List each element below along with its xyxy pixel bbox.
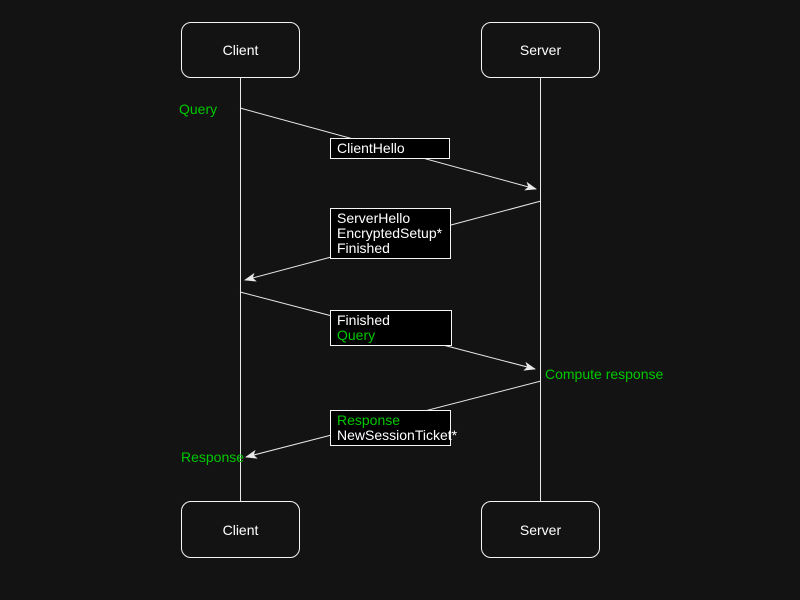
actor-server-bottom: Server <box>481 501 600 558</box>
message-text: ServerHello <box>337 210 411 226</box>
actor-server-top-label: Server <box>519 42 562 58</box>
message-box-clienthello: ClientHello <box>330 138 450 159</box>
actor-client-bottom-label: Client <box>222 521 259 538</box>
message-text: NewSessionTicket* <box>337 427 458 443</box>
message-text-response: Response <box>337 412 401 428</box>
message-text: EncryptedSetup* <box>337 225 443 241</box>
annotation-response: Response <box>181 449 245 465</box>
message-box-serverhello: ServerHello EncryptedSetup* Finished <box>330 208 451 259</box>
actor-server-bottom-label: Server <box>519 521 562 538</box>
actor-server-top: Server <box>481 22 600 78</box>
actor-client-top: Client <box>181 22 300 78</box>
message-box-response-ticket: Response NewSessionTicket* <box>330 410 458 446</box>
annotation-compute-response: Compute response <box>545 366 664 382</box>
annotation-query: Query <box>179 101 218 117</box>
actor-client-top-label: Client <box>222 42 259 58</box>
actor-client-bottom: Client <box>181 501 300 558</box>
message-text: ClientHello <box>337 140 405 156</box>
message-text: Finished <box>337 240 390 256</box>
message-text: Finished <box>337 312 390 328</box>
message-text-query: Query <box>337 327 376 343</box>
message-box-finished-query: Finished Query <box>330 310 452 346</box>
